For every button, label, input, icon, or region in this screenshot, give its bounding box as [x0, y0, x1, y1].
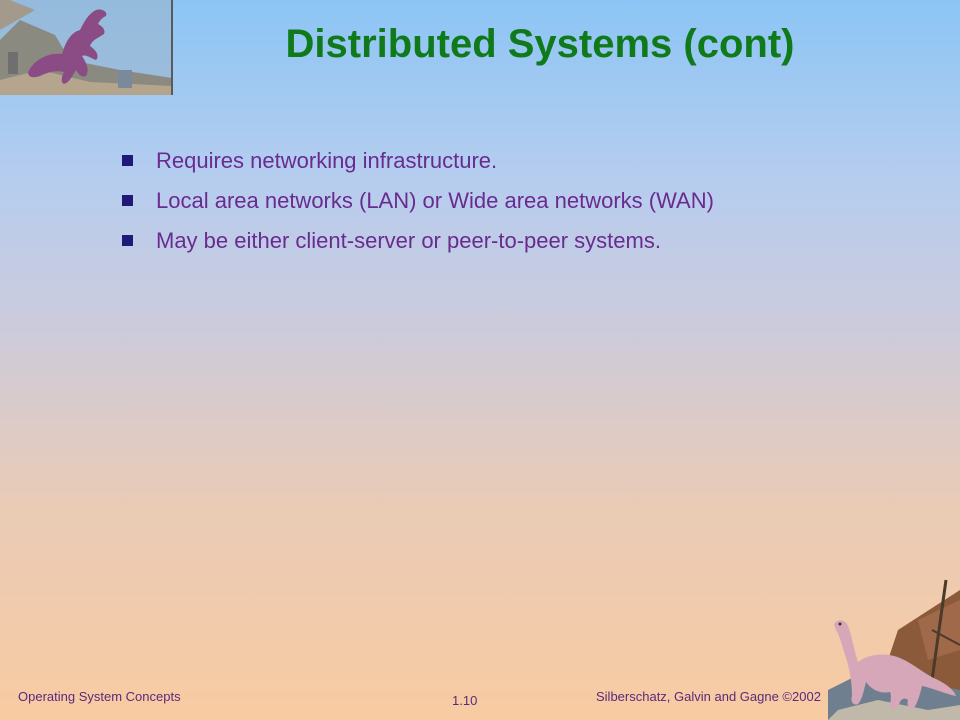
- footer-slide-number: 1.10: [452, 693, 478, 708]
- dinosaur-brontosaurus-icon: [828, 579, 960, 720]
- bullet-item: May be either client-server or peer-to-p…: [120, 226, 714, 256]
- bullet-item: Local area networks (LAN) or Wide area n…: [120, 186, 714, 216]
- bullet-text: Requires networking infrastructure.: [156, 148, 498, 173]
- square-bullet-icon: [122, 195, 133, 206]
- dinosaur-trex-icon: [0, 0, 173, 95]
- footer-course-title: Operating System Concepts: [18, 689, 181, 704]
- bullet-text: Local area networks (LAN) or Wide area n…: [156, 188, 714, 213]
- bullet-item: Requires networking infrastructure.: [120, 146, 714, 176]
- bullet-text: May be either client-server or peer-to-p…: [156, 228, 661, 253]
- bullet-list: Requires networking infrastructure. Loca…: [120, 146, 714, 266]
- square-bullet-icon: [122, 155, 133, 166]
- square-bullet-icon: [122, 235, 133, 246]
- footer-copyright: Silberschatz, Galvin and Gagne ©2002: [596, 689, 821, 704]
- slide-title: Distributed Systems (cont): [285, 22, 795, 66]
